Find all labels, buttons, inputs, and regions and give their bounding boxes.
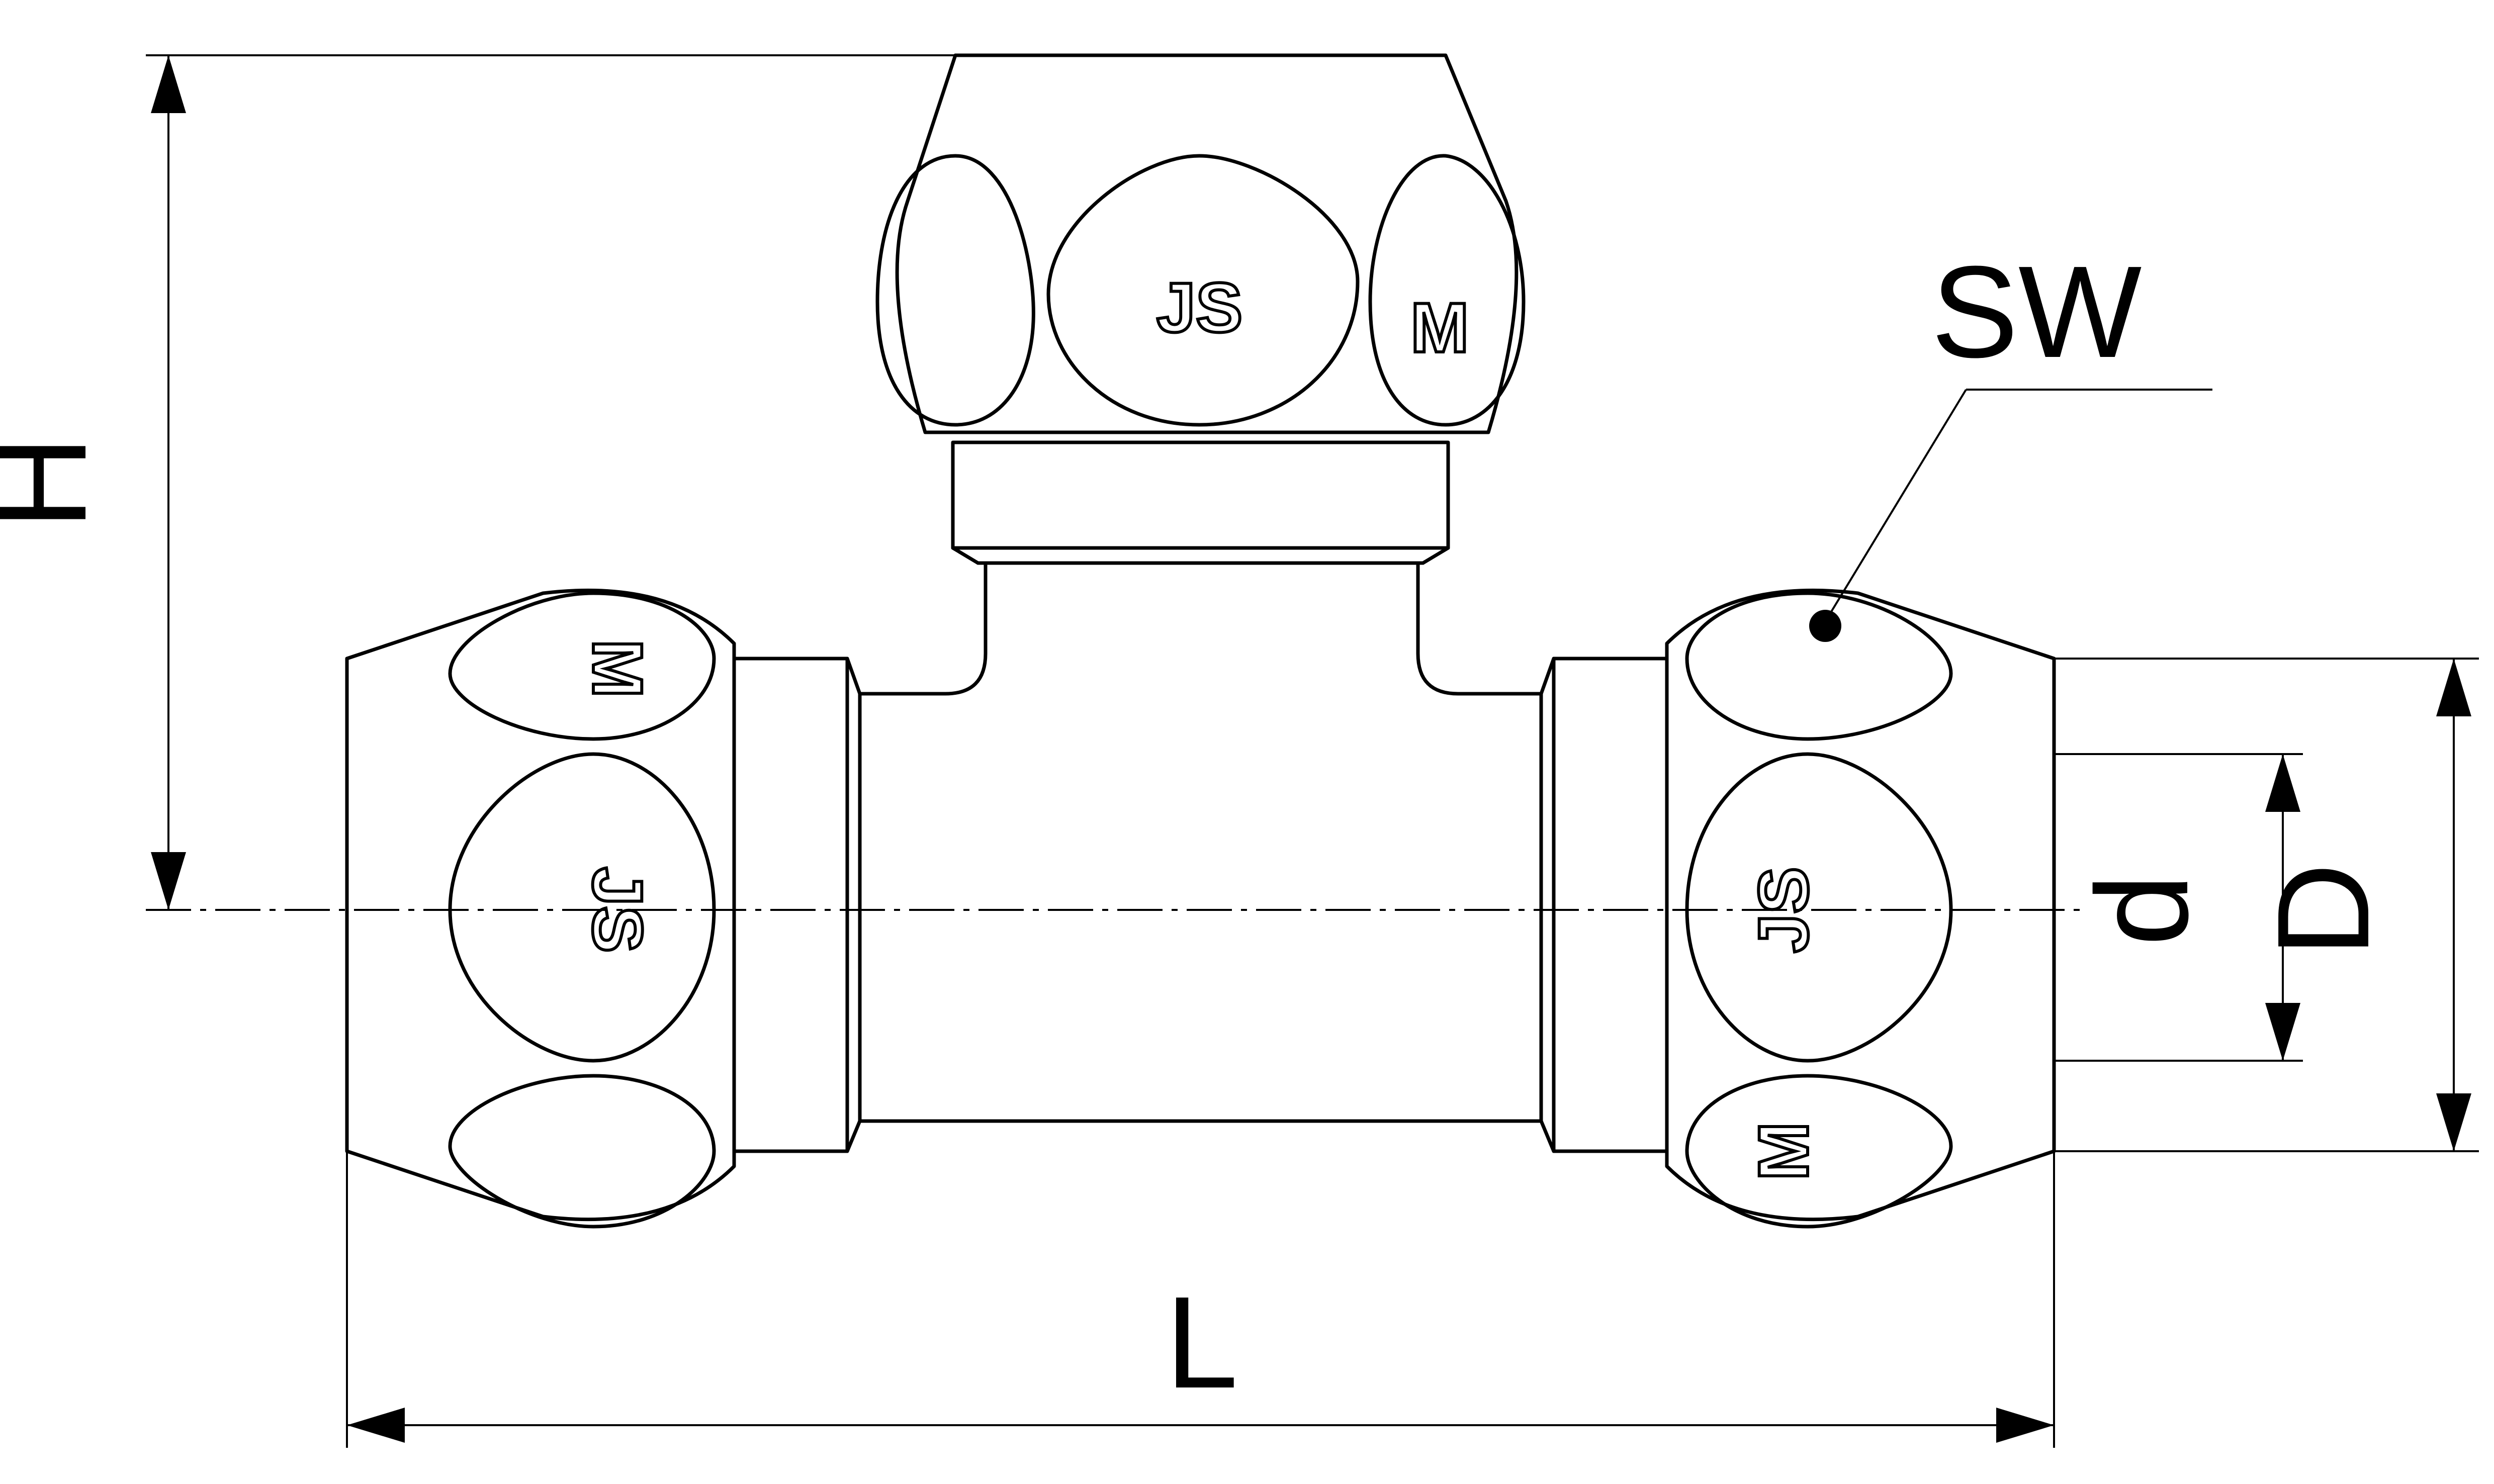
left-nut-face-center: [448, 752, 716, 1063]
top-nut: JS M: [875, 53, 1526, 434]
left-collar: [732, 657, 849, 1153]
right-nut-face-bottom: [1685, 1074, 1953, 1229]
dimension-h: H: [0, 54, 955, 910]
top-collar: [951, 440, 1450, 565]
top-nut-face-right: [1368, 154, 1526, 427]
left-nut-face-top: [448, 591, 716, 741]
dimension-sw-label: SW: [1931, 239, 2143, 385]
tee-body: [845, 561, 1556, 1153]
dimension-h-label: H: [0, 435, 114, 530]
dimension-sw: SW: [1829, 239, 2212, 614]
left-nut-face-bottom: [448, 1074, 716, 1229]
right-nut: JS M: [1665, 588, 2056, 1229]
left-nut: M JS: [345, 588, 736, 1229]
top-nut-face-center: [1046, 154, 1360, 427]
dimension-d-small-label: d: [2070, 874, 2215, 947]
dimension-l: L: [346, 1151, 2055, 1448]
top-nut-letter-mark: M: [1410, 288, 1469, 367]
left-nut-letter-mark: M: [578, 639, 657, 698]
dimension-d-large-label: D: [2251, 863, 2396, 957]
right-collar: [1552, 657, 1669, 1153]
dimension-d-large: D: [2054, 658, 2479, 1152]
sw-marker-dot: [1809, 610, 1841, 642]
dimension-d-small: d: [2054, 753, 2303, 1062]
right-nut-face-top: [1685, 591, 1953, 741]
right-nut-letter-mark: M: [1744, 1122, 1823, 1181]
top-nut-logo-mark: JS: [1156, 268, 1242, 347]
top-nut-face-left: [875, 154, 1035, 427]
dimension-l-label: L: [1166, 1270, 1238, 1416]
right-nut-face-center: [1685, 752, 1953, 1063]
